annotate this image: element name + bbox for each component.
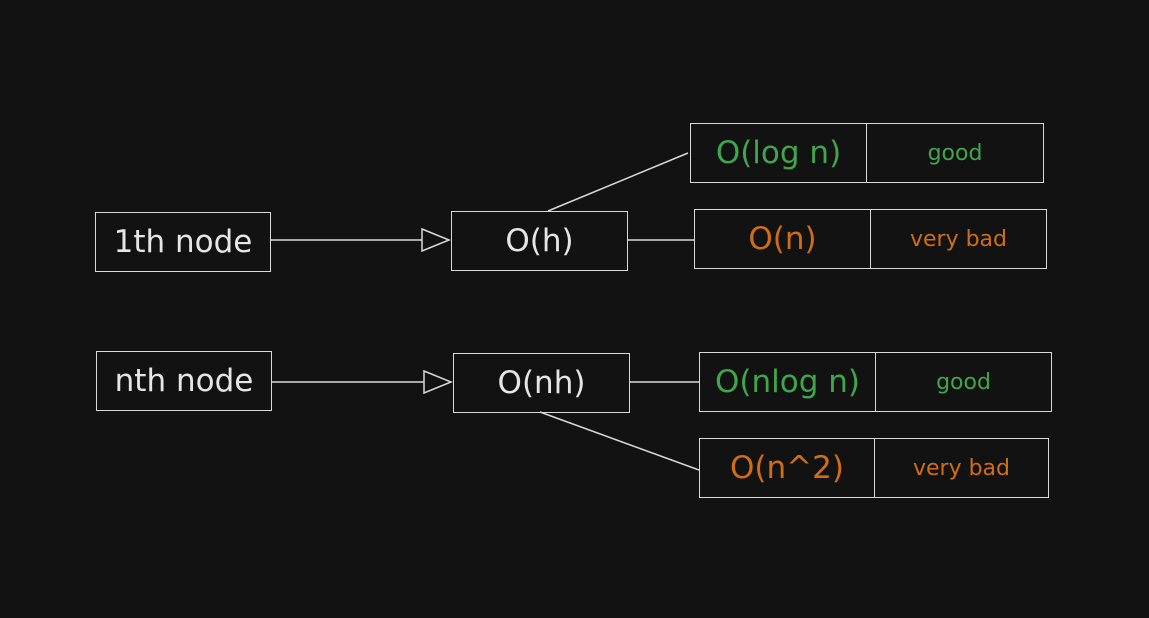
middle-node-oh: O(h) bbox=[451, 211, 628, 271]
rating-good-1-label: good bbox=[927, 140, 983, 166]
rating-good-1: good bbox=[866, 123, 1044, 183]
source-node-nth-label: nth node bbox=[114, 363, 254, 399]
middle-node-onh: O(nh) bbox=[453, 353, 630, 413]
outcome-on-squared-label: O(n^2) bbox=[730, 450, 844, 486]
branch-oh-to-olog bbox=[547, 152, 689, 212]
outcome-onlog-n: O(nlog n) bbox=[699, 352, 876, 412]
source-node-nth: nth node bbox=[96, 351, 272, 411]
rating-good-2: good bbox=[875, 352, 1052, 412]
arrowhead-nth-to-onh bbox=[423, 369, 453, 395]
outcome-on-squared: O(n^2) bbox=[699, 438, 875, 498]
source-node-1th-label: 1th node bbox=[113, 224, 253, 260]
outcome-olog-n: O(log n) bbox=[690, 123, 867, 183]
outcome-onlog-n-label: O(nlog n) bbox=[715, 364, 860, 400]
rating-good-2-label: good bbox=[936, 369, 991, 395]
source-node-1th: 1th node bbox=[95, 212, 271, 272]
middle-node-onh-label: O(nh) bbox=[497, 365, 586, 401]
arrowhead-1th-to-oh bbox=[421, 227, 451, 253]
middle-node-oh-label: O(h) bbox=[505, 223, 574, 259]
outcome-on-label: O(n) bbox=[748, 221, 817, 257]
rating-very-bad-2-label: very bad bbox=[912, 455, 1011, 481]
rating-very-bad-1-label: very bad bbox=[909, 226, 1008, 252]
outcome-on: O(n) bbox=[694, 209, 871, 269]
branch-onh-to-on2 bbox=[539, 411, 700, 471]
outcome-olog-n-label: O(log n) bbox=[715, 135, 842, 171]
rating-very-bad-1: very bad bbox=[870, 209, 1047, 269]
rating-very-bad-2: very bad bbox=[874, 438, 1049, 498]
